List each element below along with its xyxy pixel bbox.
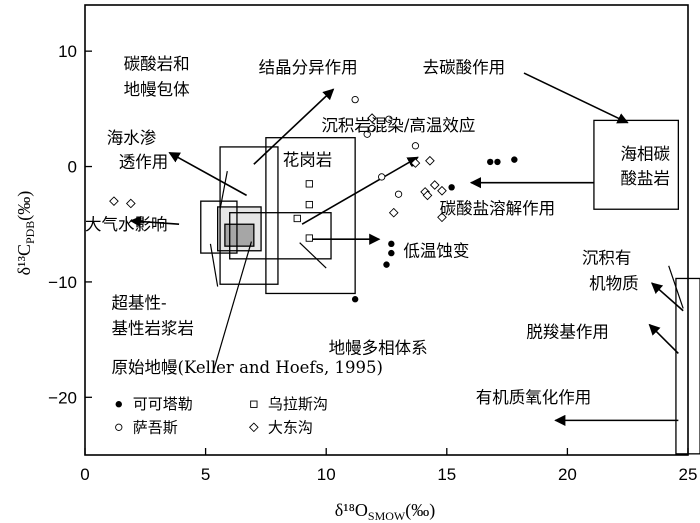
data-point — [429, 180, 440, 190]
leader-line — [209, 243, 219, 287]
legend-marker — [115, 423, 123, 431]
x-tick-label: 25 — [679, 465, 698, 484]
data-point — [351, 95, 359, 104]
data-point — [385, 115, 393, 123]
annotation-label: 超基性- — [112, 293, 167, 312]
process-arrow — [301, 156, 419, 225]
annotation-label: 脱羧基作用 — [526, 322, 609, 341]
legend-title: 原始地幔(Keller and Hoefs, 1995) — [112, 358, 383, 377]
y-tick-label: 10 — [58, 42, 77, 61]
x-tick-label: 0 — [80, 465, 89, 484]
data-point — [448, 184, 455, 191]
data-point — [437, 212, 447, 223]
y-tick-label: −10 — [48, 273, 77, 292]
data-point — [125, 198, 136, 209]
data-point — [388, 207, 399, 218]
arrows — [129, 72, 684, 426]
region-box — [219, 146, 279, 285]
leader-line — [668, 265, 684, 309]
data-point — [394, 190, 403, 198]
data-point — [388, 240, 395, 248]
annotation-label: 去碳酸作用 — [423, 58, 506, 77]
leader-line — [219, 171, 228, 210]
axes: 0 5 10 15 20 25 10 0 −10 −20 — [48, 4, 698, 484]
annotation-label: 碳酸盐溶解作用 — [440, 199, 555, 218]
plot-frame — [84, 4, 689, 456]
data-point — [109, 196, 119, 206]
legend-label: 可可塔勒 — [133, 395, 193, 413]
data-point — [422, 190, 433, 201]
annotation-label: 大气水影响 — [85, 215, 168, 234]
annotation-label: 海相碳 — [620, 145, 670, 164]
region-box — [229, 212, 332, 260]
data-point — [305, 180, 313, 188]
data-point — [368, 124, 376, 133]
annotation-label: 花岗岩 — [283, 150, 333, 169]
connector-lines — [209, 171, 684, 374]
regions-layer — [200, 119, 700, 455]
process-arrow — [650, 282, 684, 312]
data-point — [378, 173, 386, 181]
data-point — [351, 296, 359, 303]
annotation-label: 海水渗 — [107, 128, 157, 147]
process-arrow — [129, 215, 180, 228]
process-arrow — [168, 151, 247, 197]
data-point — [425, 155, 435, 166]
x-tick-label: 20 — [558, 465, 577, 484]
data-point — [437, 185, 447, 196]
x-tick-label: 5 — [201, 465, 210, 484]
x-tick-label: 10 — [317, 465, 336, 484]
x-axis-title: δ¹⁸OSMOW(‰) — [335, 500, 436, 523]
legend-label: 萨吾斯 — [133, 418, 178, 436]
data-point — [511, 156, 518, 163]
annotation-label: 地幔包体 — [124, 80, 191, 99]
annotation-label: 沉积岩混染/高温效应 — [321, 116, 475, 135]
y-tick-label: 0 — [68, 158, 77, 177]
annotation-label: 地幔多相体系 — [329, 338, 428, 357]
leader-line — [212, 241, 253, 374]
data-point — [388, 249, 395, 257]
data-point — [494, 158, 501, 166]
annotation-label: 透作用 — [119, 153, 169, 172]
annotation-label: 结晶分异作用 — [259, 58, 358, 77]
annotation-label: 沉积有 — [582, 248, 632, 267]
data-point — [383, 261, 390, 268]
annotation-label: 基性岩浆岩 — [112, 319, 195, 338]
data-point — [367, 113, 377, 123]
leader-line — [299, 242, 327, 269]
data-point — [293, 214, 301, 223]
process-arrow — [523, 72, 629, 124]
data-points — [109, 95, 518, 303]
process-arrow — [648, 323, 679, 355]
y-tick-label: −20 — [48, 388, 77, 407]
y-axis-title: δ¹³CPDB(‰) — [14, 191, 37, 276]
x-tick-label: 15 — [437, 465, 456, 484]
legend-label: 大东沟 — [268, 418, 313, 436]
data-point — [305, 200, 313, 209]
annotation-label: 低温蚀变 — [403, 242, 469, 261]
data-point — [410, 158, 421, 168]
legend-marker — [250, 400, 258, 408]
data-point — [363, 130, 371, 138]
region-box — [265, 137, 356, 295]
data-point — [305, 234, 313, 242]
data-point — [411, 142, 420, 150]
legend-marker — [249, 422, 259, 433]
annotation-label: 机物质 — [589, 274, 639, 293]
region-box — [200, 200, 238, 254]
annotation-label: 有机质氧化作用 — [476, 388, 592, 407]
annotation-label: 酸盐岩 — [620, 169, 670, 188]
region-box — [593, 119, 680, 210]
region-box — [224, 223, 255, 247]
legend-label: 乌拉斯沟 — [268, 395, 328, 413]
data-point — [487, 158, 494, 166]
legend-marker — [115, 401, 122, 408]
process-arrow — [253, 88, 335, 165]
annotation-label: 碳酸岩和 — [124, 55, 190, 74]
